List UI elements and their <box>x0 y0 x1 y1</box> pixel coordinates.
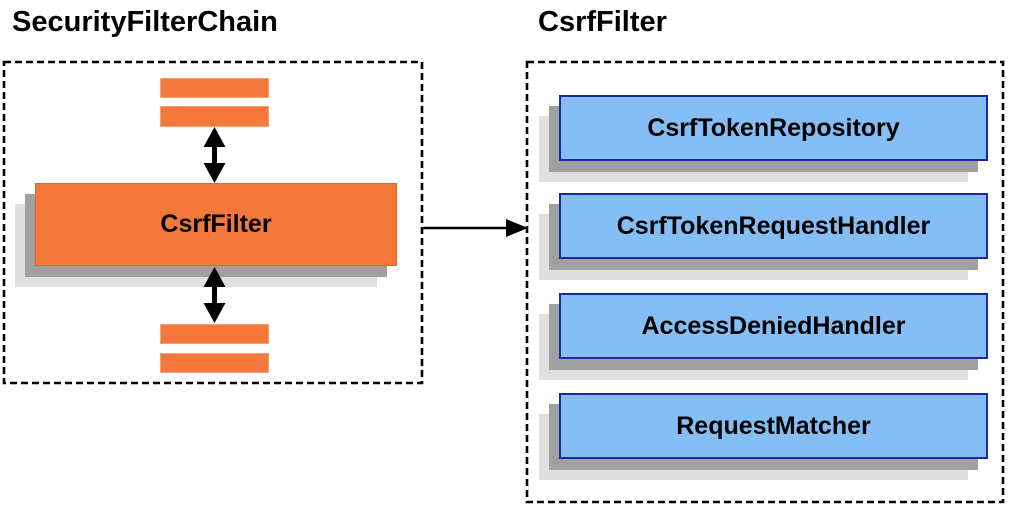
filter-placeholder-bar-top-2 <box>160 106 269 127</box>
component-label: RequestMatcher <box>676 411 871 440</box>
csrf-filter-box-group: CsrfFilter <box>15 183 397 287</box>
security-filter-chain-title: SecurityFilterChain <box>12 6 278 38</box>
component-box-group-csrf-token-request-handler: CsrfTokenRequestHandler <box>539 193 988 280</box>
component-box-access-denied-handler: AccessDeniedHandler <box>559 293 988 359</box>
component-label: CsrfTokenRepository <box>647 113 900 142</box>
bidirectional-arrow-icon-top <box>203 127 226 183</box>
component-box-csrf-token-request-handler: CsrfTokenRequestHandler <box>559 193 988 259</box>
filter-placeholder-bar-bottom-2 <box>160 353 269 373</box>
csrf-filter-box: CsrfFilter <box>35 183 397 266</box>
component-box-request-matcher: RequestMatcher <box>559 393 988 459</box>
csrf-filter-box-label: CsrfFilter <box>160 210 272 238</box>
component-label: CsrfTokenRequestHandler <box>616 211 931 240</box>
filter-placeholder-bar-top-1 <box>160 78 269 98</box>
csrf-filter-title: CsrfFilter <box>538 6 667 38</box>
component-label: AccessDeniedHandler <box>641 311 906 340</box>
flow-arrow-icon <box>423 219 528 237</box>
component-box-group-access-denied-handler: AccessDeniedHandler <box>539 293 988 380</box>
component-box-group-request-matcher: RequestMatcher <box>539 393 988 480</box>
component-box-group-csrf-token-repository: CsrfTokenRepository <box>539 95 988 182</box>
filter-placeholder-bar-bottom-1 <box>160 324 269 344</box>
component-box-csrf-token-repository: CsrfTokenRepository <box>559 95 988 161</box>
